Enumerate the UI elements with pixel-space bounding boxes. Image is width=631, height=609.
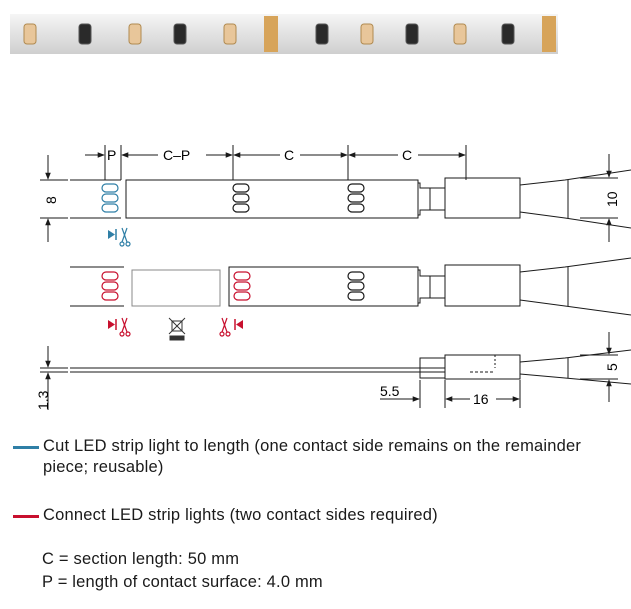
contact-pad [101,193,119,203]
legend-cut-line [13,446,39,449]
contact-pad [264,16,278,52]
contact-pad [347,183,365,193]
scissors-icon [219,317,231,337]
led-strip-photo [10,14,558,54]
dim-offset-label: 5.5 [380,383,400,399]
led-chip [360,23,374,45]
dim-thickness-label: 1.3 [35,390,51,410]
led-chip [23,23,37,45]
note-section-length: C = section length: 50 mm [42,550,240,568]
contact-pad [101,183,119,193]
contact-pad [233,281,251,291]
contact-pad [347,291,365,301]
dim-p-label: P [107,147,116,163]
strip-body [10,14,558,54]
resistor-chip [405,23,419,45]
contact-pad [347,193,365,203]
resistor-chip [173,23,187,45]
dim-c-minus-p-label: C–P [163,147,190,163]
scissors-icon [119,227,131,247]
cut-led-icon [108,319,117,330]
dim-c-label-1: C [284,147,294,163]
legend-connect-line [13,515,39,518]
led-chip [223,23,237,45]
legend-connect-text: Connect LED strip lights (two contact si… [43,506,438,524]
note-contact-length: P = length of contact surface: 4.0 mm [42,573,323,591]
no-disposal-icon [168,317,186,341]
dim-height-10-label: 10 [604,191,620,207]
contact-pad [232,193,250,203]
dim-height-5-label: 5 [604,363,620,371]
cut-led-icon [234,319,243,330]
contact-pad [542,16,556,52]
led-chip [453,23,467,45]
contact-pad [232,203,250,213]
resistor-chip [315,23,329,45]
dim-connector-label: 16 [473,391,489,407]
dim-c-label-2: C [402,147,412,163]
contact-pad [101,203,119,213]
legend-connect: Connect LED strip lights (two contact si… [13,505,438,526]
resistor-chip [78,23,92,45]
technical-drawing: P C–P C C 8 10 5 1.3 5.5 16 [35,145,631,410]
contact-pad [233,271,251,281]
legend-cut-text: Cut LED strip light to length (one conta… [43,437,582,476]
contact-pad [101,281,119,291]
cut-led-icon [108,229,117,240]
contact-pad [232,183,250,193]
legend-cut: Cut LED strip light to length (one conta… [13,436,603,478]
contact-pad [101,291,119,301]
resistor-chip [501,23,515,45]
contact-pad [347,203,365,213]
dim-height-8-label: 8 [43,196,59,204]
contact-pad [233,291,251,301]
contact-pad [101,271,119,281]
contact-pad [347,281,365,291]
scissors-icon [119,317,131,337]
led-chip [128,23,142,45]
contact-pad [347,271,365,281]
